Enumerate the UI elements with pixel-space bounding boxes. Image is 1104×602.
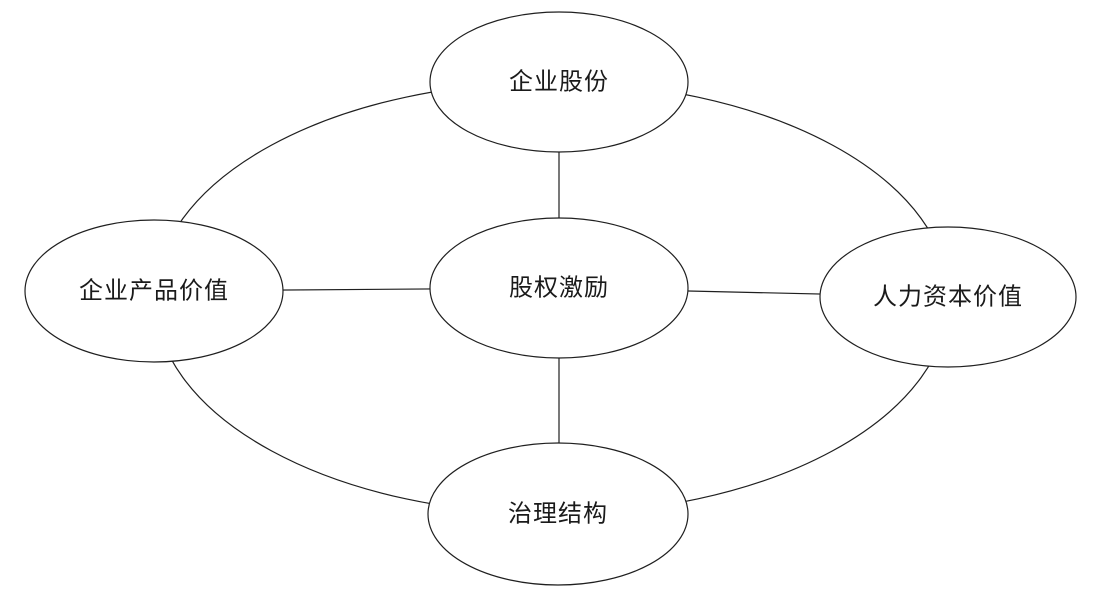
node-top-ellipse [429, 11, 689, 153]
node-left: 企业产品价值 [24, 219, 284, 363]
node-center-ellipse [429, 217, 689, 359]
node-right-label: 人力资本价值 [873, 284, 1023, 311]
node-top-label: 企业股份 [509, 69, 609, 96]
node-center: 股权激励 [429, 217, 689, 359]
node-bottom-label: 治理结构 [508, 501, 608, 528]
node-right-ellipse [819, 226, 1077, 368]
diagram-strokes: 企业股份 企业产品价值 股权激励 人力资本价值 治理结构 [24, 11, 1077, 586]
node-left-label: 企业产品价值 [79, 278, 229, 305]
node-right: 人力资本价值 [819, 226, 1077, 368]
node-bottom-ellipse [427, 442, 689, 586]
node-bottom: 治理结构 [427, 442, 689, 586]
node-left-ellipse [24, 219, 284, 363]
node-center-label: 股权激励 [509, 275, 609, 302]
node-top: 企业股份 [429, 11, 689, 153]
